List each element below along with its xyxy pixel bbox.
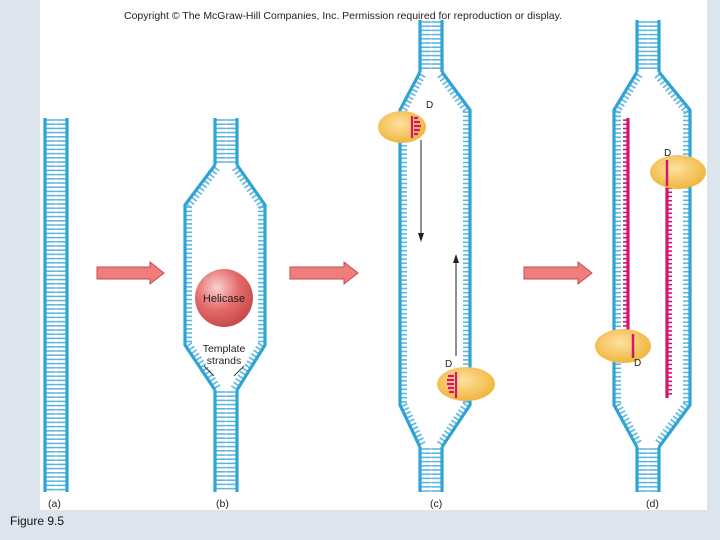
synthesis-arrowhead-c-up xyxy=(453,254,459,263)
process-arrow-a-to-b xyxy=(96,260,165,286)
polymerase-c-bottom xyxy=(437,367,495,401)
new-strand-c-bottom xyxy=(447,372,458,398)
figure-caption: Figure 9.5 xyxy=(10,514,65,528)
pb-left-strand xyxy=(183,164,221,391)
synthesis-arrowhead-c-down xyxy=(418,233,424,242)
polymerase-c-top-label: D xyxy=(426,100,433,111)
panel-d-label: (d) xyxy=(646,498,659,510)
figure-panel xyxy=(40,0,707,510)
panel-b-label: (b) xyxy=(216,498,229,510)
pd-new-left-strand xyxy=(623,118,630,338)
pb-right-strand xyxy=(230,164,267,391)
pa-helix xyxy=(43,118,69,492)
pc-bottom-helix xyxy=(418,447,444,492)
template-pointer-lines xyxy=(203,365,245,377)
pb-bottom-helix xyxy=(213,390,239,492)
panel-b-dna-fork xyxy=(183,118,267,492)
panel-c-dna-bubble xyxy=(398,20,472,492)
pb-top-helix xyxy=(213,118,239,165)
helicase-label: Helicase xyxy=(203,293,245,305)
polymerase-d-bottom-label: D xyxy=(634,358,641,369)
panel-d-dna-bubble xyxy=(612,20,692,492)
copyright-notice: Copyright © The McGraw-Hill Companies, I… xyxy=(123,10,563,22)
polymerase-d-bottom xyxy=(595,329,651,363)
pd-top-helix xyxy=(635,20,661,72)
panel-d-new-strands xyxy=(623,118,672,398)
template-strands-label-line1: Template xyxy=(203,343,246,355)
panel-a-dna-helix xyxy=(43,118,69,492)
new-strand-c-top xyxy=(410,116,421,138)
process-arrow-b-to-c xyxy=(289,260,359,286)
helicase-sphere xyxy=(195,269,253,327)
pd-new-right-strand xyxy=(665,186,672,398)
pd-right-strand xyxy=(654,70,692,448)
polymerase-c-bottom-label: D xyxy=(445,359,452,370)
panel-a-label: (a) xyxy=(48,498,61,510)
pc-top-helix xyxy=(418,20,444,72)
process-arrow-c-to-d xyxy=(523,260,593,286)
template-strands-label-line2: strands xyxy=(207,355,241,367)
panel-c-label: (c) xyxy=(430,498,442,510)
polymerase-d-top xyxy=(650,155,706,189)
pd-bottom-helix xyxy=(635,447,661,492)
polymerase-d-top-label: D xyxy=(664,148,671,159)
